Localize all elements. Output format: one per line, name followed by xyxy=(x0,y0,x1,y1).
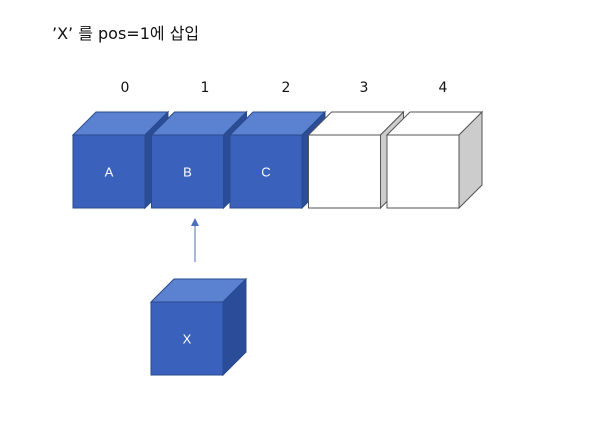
cube-label: A xyxy=(105,165,114,180)
array-cell-3 xyxy=(307,110,405,210)
slide-title: ’X’ 를 pos=1에 삽입 xyxy=(52,24,200,43)
cube-front-face xyxy=(72,134,146,209)
cube-front-face xyxy=(386,134,460,209)
cube-front-face xyxy=(150,301,224,376)
array-cell-4 xyxy=(385,110,484,210)
cube-front-face xyxy=(229,134,303,209)
array-cells: A B C xyxy=(71,110,484,210)
cube-label: B xyxy=(183,165,192,180)
index-label-4: 4 xyxy=(438,80,448,96)
index-label-1: 1 xyxy=(200,80,210,96)
insert-cube-x: X xyxy=(149,277,248,377)
cube-label: X xyxy=(183,332,192,347)
index-label-3: 3 xyxy=(359,80,369,96)
cube-front-face xyxy=(308,134,381,209)
index-label-0: 0 xyxy=(120,80,130,96)
insert-element-x: X xyxy=(149,277,248,377)
cube-label: C xyxy=(261,165,270,180)
index-label-2: 2 xyxy=(281,80,291,96)
cube-front-face xyxy=(151,134,224,209)
